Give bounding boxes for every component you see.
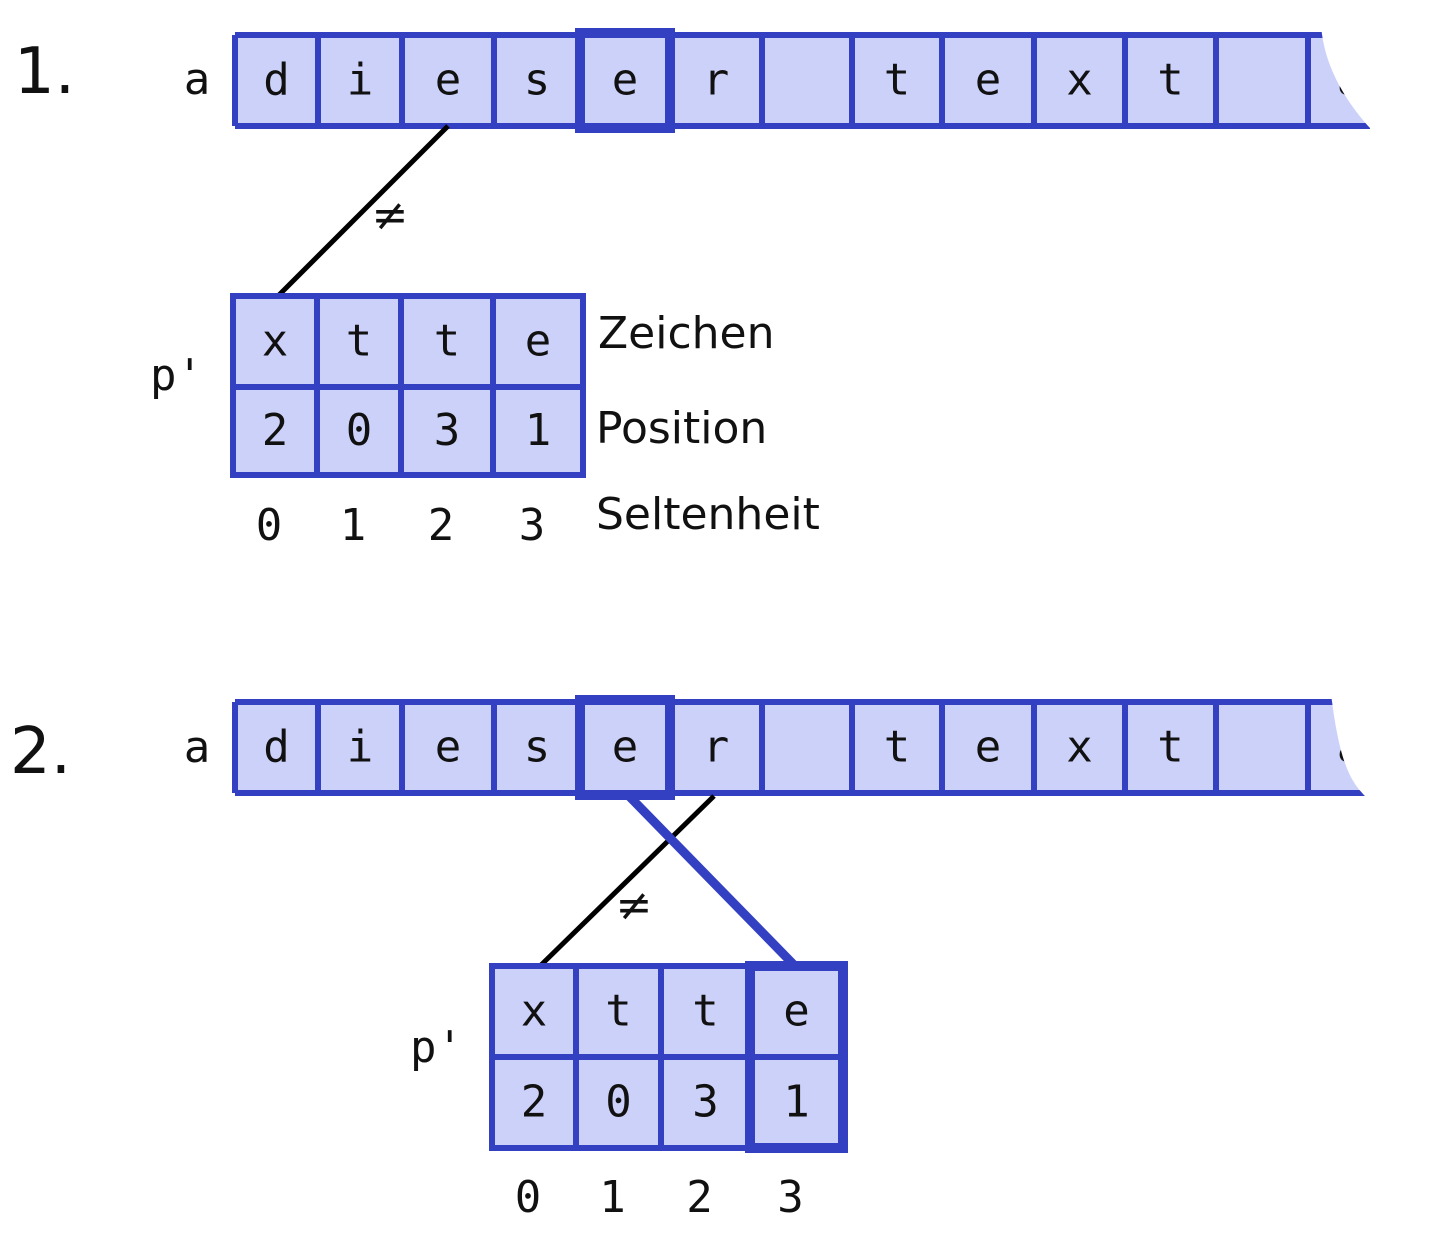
step-number: 2.: [10, 715, 71, 789]
rarity-index: 2: [428, 500, 455, 551]
rarity-index: 2: [686, 1172, 713, 1223]
text-char: t: [884, 55, 911, 106]
rarity-indices: 0 1 2 3: [515, 1172, 804, 1223]
text-prefix: a: [184, 54, 211, 105]
pattern-table: x t t e 2 0 3 1: [230, 293, 586, 478]
legend-seltenheit: Seltenheit: [596, 489, 820, 540]
rarity-index: 3: [519, 500, 546, 551]
text-char: d: [263, 55, 290, 106]
text-char: e: [435, 722, 462, 773]
text-prefix: a: [184, 722, 211, 773]
text-char: x: [1066, 722, 1093, 773]
text-char: r: [703, 55, 730, 106]
pattern-position: 0: [346, 405, 373, 456]
pattern-char: t: [605, 986, 632, 1037]
text-char: e: [612, 55, 639, 106]
pattern-position: 2: [262, 405, 289, 456]
rarity-index: 0: [515, 1172, 542, 1223]
text-char: a: [1337, 55, 1364, 106]
pattern-char: t: [346, 316, 373, 367]
text-char: s: [524, 722, 551, 773]
step-number: 1.: [14, 35, 75, 109]
pattern-char: t: [434, 316, 461, 367]
text-char: a: [1337, 722, 1364, 773]
rarity-index: 3: [777, 1172, 804, 1223]
strip-background: [235, 702, 1365, 793]
text-char: s: [524, 55, 551, 106]
legend-zeichen: Zeichen: [598, 308, 774, 359]
text-char: i: [347, 722, 374, 773]
pattern-char: e: [783, 986, 810, 1037]
legend-position: Position: [596, 403, 767, 454]
rarity-index: 1: [599, 1172, 626, 1223]
pattern-position: 0: [605, 1077, 632, 1128]
mismatch-symbol: ≠: [616, 880, 653, 931]
pattern-position: 3: [692, 1077, 719, 1128]
comparison-line: [536, 794, 716, 970]
pattern-position: 1: [783, 1077, 810, 1128]
comparison-line: [276, 124, 450, 298]
pattern-position: 2: [521, 1077, 548, 1128]
pattern-table: x t t e 2 0 3 1: [489, 961, 848, 1153]
text-char: e: [975, 55, 1002, 106]
text-char: e: [975, 722, 1002, 773]
pattern-position: 3: [434, 405, 461, 456]
text-char: t: [884, 722, 911, 773]
text-char: d: [263, 722, 290, 773]
match-line: [623, 790, 799, 970]
pattern-position: 1: [525, 405, 552, 456]
rarity-index: 0: [256, 500, 283, 551]
rarity-index: 1: [340, 500, 367, 551]
pattern-char: t: [692, 986, 719, 1037]
pattern-label: p': [150, 350, 203, 401]
pattern-char: x: [262, 316, 289, 367]
text-char: t: [1157, 55, 1184, 106]
text-char: r: [703, 722, 730, 773]
pattern-column-highlight: [745, 961, 848, 1153]
pattern-char: x: [521, 986, 548, 1037]
text-char: t: [1157, 722, 1184, 773]
text-char: e: [612, 722, 639, 773]
mismatch-symbol: ≠: [372, 190, 409, 241]
aligned-cell-highlight: [575, 28, 675, 133]
text-char: i: [347, 55, 374, 106]
pattern-char: e: [525, 316, 552, 367]
rarity-indices: 0 1 2 3: [256, 500, 546, 551]
text-char: e: [435, 55, 462, 106]
aligned-cell-highlight: [575, 695, 675, 800]
strip-background: [235, 35, 1370, 126]
text-char: x: [1066, 55, 1093, 106]
pattern-label: p': [410, 1022, 463, 1073]
